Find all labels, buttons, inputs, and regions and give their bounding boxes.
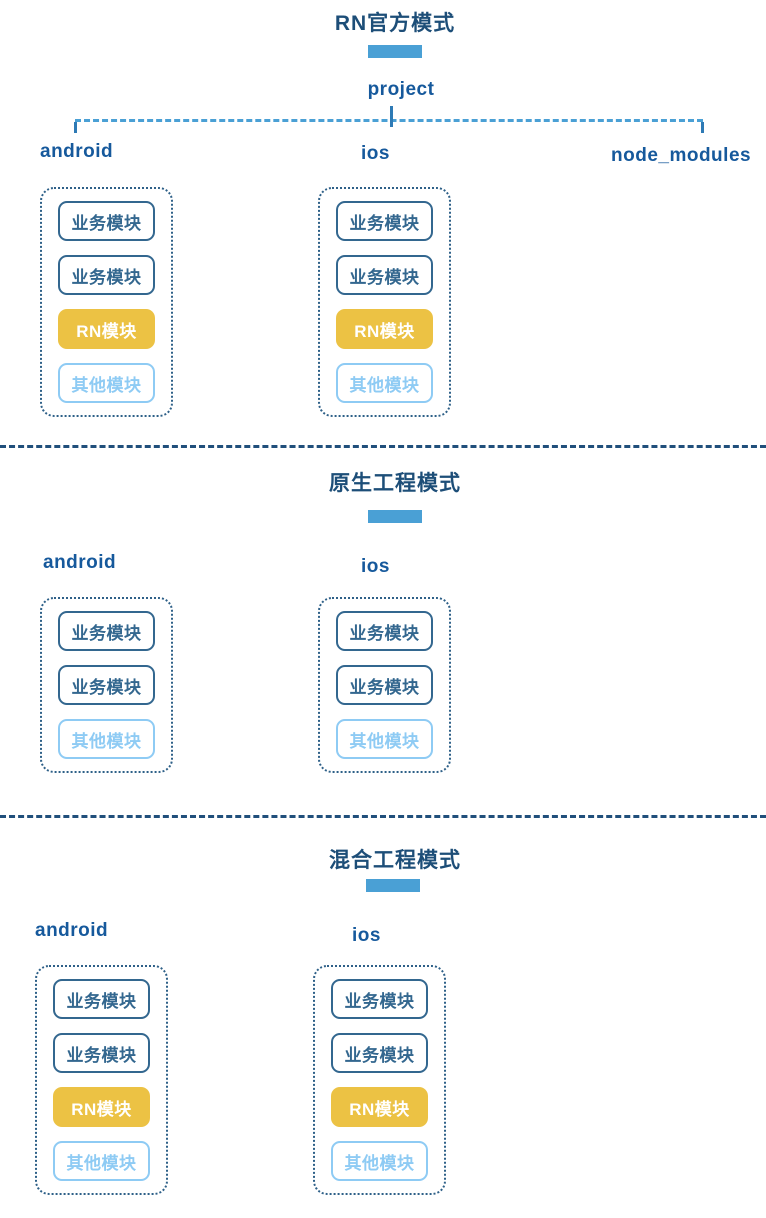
tree-connector-line (75, 119, 703, 122)
folder-label-android: android (35, 920, 109, 941)
module-container-android: 业务模块 业务模块 RN模块 其他模块 (40, 187, 173, 417)
section-title-hybrid: 混合工程模式 (329, 849, 461, 872)
title-accent-bar (368, 45, 422, 58)
tree-root-tick (390, 106, 393, 127)
folder-label-ios: ios (361, 143, 390, 164)
module-box-other: 其他模块 (53, 1141, 150, 1181)
module-box-rn: RN模块 (331, 1087, 428, 1127)
module-box-business: 业务模块 (58, 611, 155, 651)
tree-root-label-project: project (367, 79, 435, 100)
module-container-android: 业务模块 业务模块 其他模块 (40, 597, 173, 773)
tree-left-tick (74, 122, 77, 133)
module-box-rn: RN模块 (336, 309, 433, 349)
folder-label-node-modules: node_modules (611, 145, 752, 166)
folder-label-ios: ios (352, 925, 381, 946)
title-accent-bar (366, 879, 420, 892)
folder-label-android: android (40, 141, 114, 162)
module-box-rn: RN模块 (53, 1087, 150, 1127)
module-box-business: 业务模块 (58, 201, 155, 241)
module-container-ios: 业务模块 业务模块 RN模块 其他模块 (318, 187, 451, 417)
module-box-business: 业务模块 (336, 255, 433, 295)
module-box-business: 业务模块 (331, 979, 428, 1019)
folder-label-ios: ios (361, 556, 390, 577)
section-title-rn-official: RN官方模式 (334, 12, 456, 35)
tree-right-tick (701, 122, 704, 133)
module-box-other: 其他模块 (331, 1141, 428, 1181)
module-box-business: 业务模块 (336, 611, 433, 651)
section-divider (0, 445, 766, 448)
section-title-native: 原生工程模式 (329, 472, 461, 495)
module-box-business: 业务模块 (58, 255, 155, 295)
module-container-ios: 业务模块 业务模块 RN模块 其他模块 (313, 965, 446, 1195)
module-container-ios: 业务模块 业务模块 其他模块 (318, 597, 451, 773)
module-box-rn: RN模块 (58, 309, 155, 349)
module-box-other: 其他模块 (336, 719, 433, 759)
title-accent-bar (368, 510, 422, 523)
module-box-business: 业务模块 (53, 979, 150, 1019)
module-box-business: 业务模块 (53, 1033, 150, 1073)
module-box-business: 业务模块 (331, 1033, 428, 1073)
module-box-business: 业务模块 (58, 665, 155, 705)
section-divider (0, 815, 766, 818)
module-box-business: 业务模块 (336, 665, 433, 705)
module-box-other: 其他模块 (336, 363, 433, 403)
module-box-other: 其他模块 (58, 363, 155, 403)
module-box-business: 业务模块 (336, 201, 433, 241)
folder-label-android: android (43, 552, 117, 573)
module-container-android: 业务模块 业务模块 RN模块 其他模块 (35, 965, 168, 1195)
module-box-other: 其他模块 (58, 719, 155, 759)
